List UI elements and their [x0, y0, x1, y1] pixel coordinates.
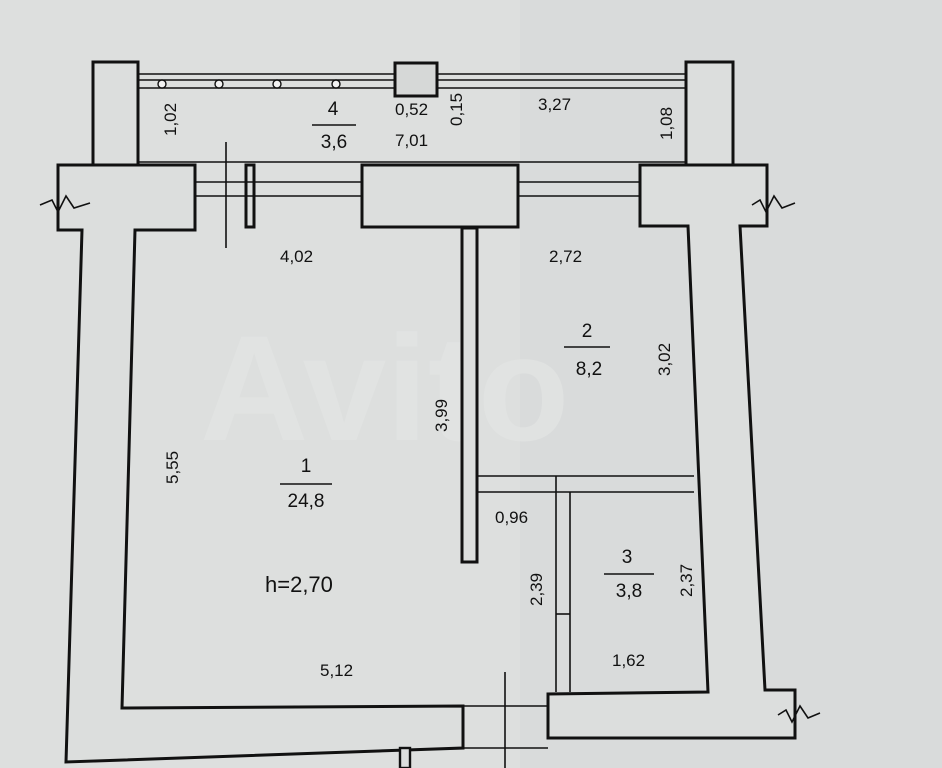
dim-balcony-right-span: 3,27 [538, 95, 571, 114]
dim-balcony-gap: 0,15 [447, 93, 466, 126]
room-labels: 4 3,6 2 8,2 1 24,8 3 3,8 h=2,70 [265, 99, 654, 602]
dim-partition: 3,99 [432, 399, 451, 432]
rail-dot [157, 79, 167, 89]
room-1-area: 24,8 [288, 491, 325, 512]
window-pillar [360, 163, 520, 229]
dim-bath-bottom: 1,62 [612, 651, 645, 670]
rail-dot [272, 79, 282, 89]
dim-room1-bottom: 5,12 [320, 661, 353, 680]
balcony-left-wall [91, 60, 140, 167]
room-1-number: 1 [301, 456, 312, 477]
dim-corridor-width: 0,96 [495, 508, 528, 527]
break-marks [39, 194, 821, 724]
dim-balcony-length: 7,01 [395, 131, 428, 150]
dim-room2-right: 3,02 [655, 343, 674, 376]
watermark: Avito [200, 304, 569, 472]
dim-room1-top: 4,02 [280, 247, 313, 266]
partitions [398, 226, 694, 768]
room-2-number: 2 [582, 321, 593, 342]
balcony-right-wall [684, 60, 735, 167]
dim-bath-right: 2,37 [677, 564, 696, 597]
rail-dot [214, 79, 224, 89]
room-2-area: 8,2 [576, 359, 602, 380]
balcony-post [393, 61, 439, 98]
dim-bath-left: 2,39 [527, 573, 546, 606]
dim-balcony-left: 1,02 [161, 103, 180, 136]
dimension-labels: 1,02 0,52 0,15 3,27 1,08 7,01 4,02 2,72 … [161, 93, 696, 680]
windows [195, 142, 640, 248]
ceiling-height: h=2,70 [265, 572, 333, 597]
dim-balcony-post: 0,52 [395, 100, 428, 119]
room-4-number: 4 [328, 99, 339, 120]
right-exterior-wall [546, 163, 797, 740]
room-3-number: 3 [622, 547, 633, 568]
dim-room2-top: 2,72 [549, 247, 582, 266]
rail-dot [331, 79, 341, 89]
partition-room1-room2 [460, 226, 479, 564]
dim-balcony-right: 1,08 [657, 107, 676, 140]
room-3-area: 3,8 [616, 581, 642, 602]
room-4-area: 3,6 [321, 132, 347, 153]
dim-room1-left: 5,55 [163, 451, 182, 484]
balcony-rails [138, 61, 686, 163]
